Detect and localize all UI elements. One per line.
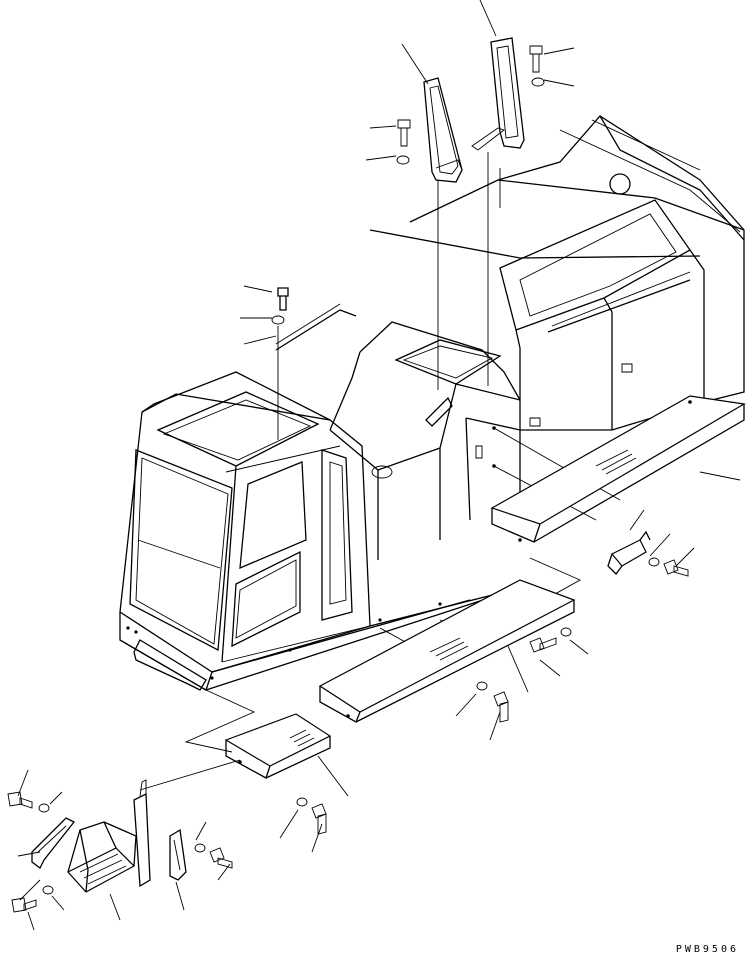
cab-mounting-holes <box>126 426 496 680</box>
step-bracket <box>608 510 694 574</box>
handrail-bolts <box>397 46 544 164</box>
right-handrail <box>472 38 524 150</box>
rear-step-panel <box>492 396 744 542</box>
middle-step-panel <box>320 580 574 722</box>
grab-handle-right <box>170 830 186 880</box>
left-handrail <box>424 78 462 182</box>
front-step-panel <box>226 714 348 796</box>
callout-leaders-cab <box>240 286 276 344</box>
foot-step <box>68 780 150 892</box>
callout-leaders-top <box>366 0 574 160</box>
drawing-code: PWB9506 <box>675 944 739 955</box>
fasteners <box>8 558 688 912</box>
grab-handle-left <box>32 818 74 868</box>
machine-body <box>330 116 744 560</box>
callout-leaders-lower <box>18 640 588 930</box>
